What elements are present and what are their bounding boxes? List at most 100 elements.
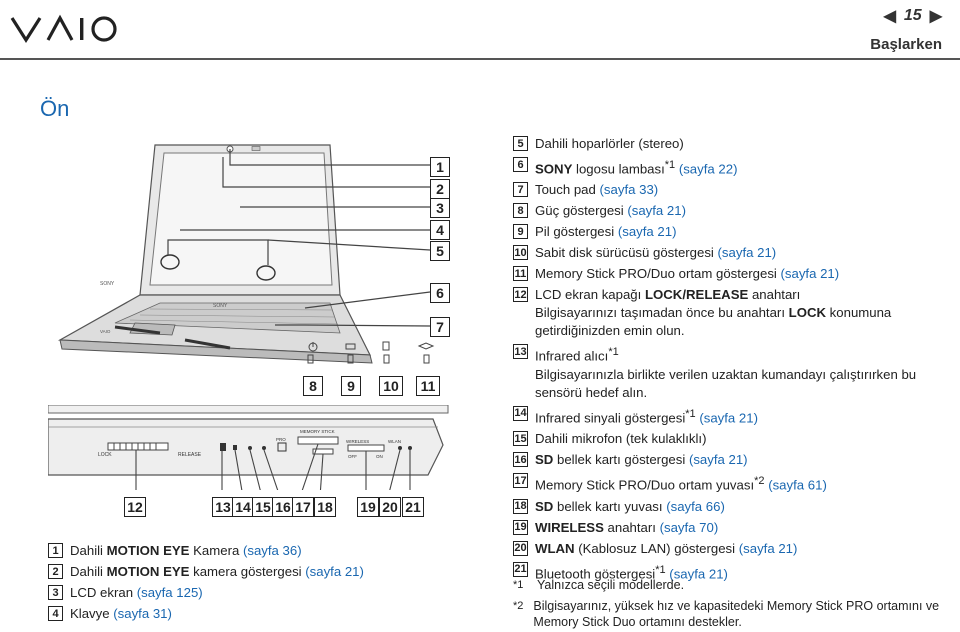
callout-badge-17: 17 (292, 497, 314, 517)
page-link[interactable]: (sayfa 21) (665, 565, 728, 581)
callout-badge-20: 20 (379, 497, 401, 517)
item-number: 4 (48, 606, 63, 621)
callout-badge-11: 11 (416, 376, 440, 396)
callout-badge-9: 9 (341, 376, 361, 396)
callout-badge-2: 2 (430, 179, 450, 199)
page-link[interactable]: (sayfa 36) (242, 543, 302, 558)
item-number: 18 (513, 498, 528, 514)
page-link[interactable]: (sayfa 21) (305, 564, 364, 579)
callout-badge-7: 7 (430, 317, 450, 337)
list-item: 3 LCD ekran (sayfa 125) (48, 584, 468, 602)
callout-badge-14: 14 (232, 497, 254, 517)
item-number: 3 (48, 585, 63, 600)
vaio-logo (10, 14, 117, 43)
wireless-label: WIRELESS (346, 439, 369, 444)
page-link[interactable]: (sayfa 21) (738, 540, 798, 556)
memory-stick-label: MEMORY STICK (300, 429, 335, 434)
header-divider (0, 58, 960, 60)
list-item: 2 Dahili MOTION EYE kamera göstergesi (s… (48, 563, 468, 581)
nav-next-icon[interactable]: ▶ (929, 8, 942, 25)
off-label: OFF (348, 454, 357, 459)
section-title: Başlarken (870, 36, 942, 53)
list-item: 11 Memory Stick PRO/Duo ortam göstergesi… (513, 266, 840, 282)
laptop-illustration: SONY SONY VAIO (57, 144, 431, 364)
list-item: 1 Dahili MOTION EYE Kamera (sayfa 36) (48, 542, 468, 560)
page-link[interactable]: (sayfa 70) (659, 519, 719, 535)
right-item-list: 5 Dahili hoparlörler (stereo) 6 SONY log… (513, 135, 953, 583)
item-number: 10 (513, 245, 528, 261)
list-item: 15 Dahili mikrofon (tek kulaklıklı) (513, 431, 707, 447)
callout-badge-21: 21 (402, 497, 424, 517)
list-item: 12 LCD ekran kapağı LOCK/RELEASE anahtar… (513, 287, 892, 339)
svg-text:SONY: SONY (100, 281, 115, 287)
lock-label: LOCK (98, 452, 112, 458)
item-number: 8 (513, 203, 528, 219)
list-item: 7 Touch pad (sayfa 33) (513, 181, 953, 199)
list-item: 8 Güç göstergesi (sayfa 21) (513, 202, 953, 220)
list-item: 18 SD bellek kartı yuvası (sayfa 66) (513, 498, 725, 514)
callout-badge-8: 8 (303, 376, 323, 396)
indicator-icons (307, 341, 435, 364)
page-header: ◀ 15 ▶ Başlarken (870, 6, 942, 53)
page-link[interactable]: (sayfa 21) (688, 452, 748, 468)
page-link[interactable]: (sayfa 31) (113, 606, 172, 621)
callout-badge-12: 12 (124, 497, 146, 517)
item-number: 21 (513, 561, 528, 577)
item-number: 7 (513, 182, 528, 198)
page-link[interactable]: (sayfa 21) (627, 203, 686, 219)
callout-badge-1: 1 (430, 157, 450, 177)
list-item: 20 WLAN (Kablosuz LAN) göstergesi (sayfa… (513, 540, 798, 556)
page-link[interactable]: (sayfa 21) (695, 410, 758, 426)
list-item: 19 WIRELESS anahtarı (sayfa 70) (513, 519, 719, 535)
item-number: 19 (513, 519, 528, 535)
list-item: 21 Bluetooth göstergesi*1 (sayfa 21) (513, 561, 728, 581)
callout-badge-13: 13 (212, 497, 234, 517)
wlan-label: WLAN (388, 439, 401, 444)
pro-label: PRO (276, 437, 286, 442)
list-item: 10 Sabit disk sürücüsü göstergesi (sayfa… (513, 245, 777, 261)
list-item: 14 Infrared sinyali göstergesi*1 (sayfa … (513, 405, 758, 426)
item-number: 1 (48, 543, 63, 558)
item-number: 5 (513, 136, 528, 151)
item-number: 13 (513, 344, 528, 360)
on-label: ON (376, 454, 383, 459)
callout-badge-19: 19 (357, 497, 379, 517)
callout-badge-18: 18 (314, 497, 336, 517)
list-item: 16 SD bellek kartı göstergesi (sayfa 21) (513, 452, 748, 468)
page-link[interactable]: (sayfa 21) (780, 266, 840, 282)
footnote: *1 Yalnızca seçili modellerde. (513, 578, 685, 592)
front-panel-illustration: LOCK RELEASE PRO MEMORY STICK WIRELESS W… (48, 405, 449, 490)
page-link[interactable]: (sayfa 33) (599, 182, 659, 198)
list-item: 17 Memory Stick PRO/Duo ortam yuvası*2 (… (513, 473, 827, 493)
footnote: *2 Bilgisayarınız, yüksek hız ve kapasit… (513, 599, 940, 629)
item-number: 20 (513, 540, 528, 556)
page-heading: Ön (40, 96, 70, 121)
callout-badge-16: 16 (272, 497, 294, 517)
callout-badge-5: 5 (430, 241, 450, 261)
page-link[interactable]: (sayfa 66) (666, 498, 725, 514)
item-number: 11 (513, 266, 528, 282)
nav-prev-icon[interactable]: ◀ (883, 8, 896, 25)
item-number: 9 (513, 224, 528, 240)
release-label: RELEASE (178, 452, 202, 458)
page-number: 15 (903, 7, 922, 24)
callout-badge-4: 4 (430, 220, 450, 240)
page-link[interactable]: (sayfa 61) (764, 477, 827, 493)
item-number: 16 (513, 452, 528, 468)
page-link[interactable]: (sayfa 21) (717, 245, 777, 261)
list-item: 6 SONY logosu lambası*1 (sayfa 22) (513, 156, 953, 178)
list-item: 4 Klavye (sayfa 31) (48, 605, 468, 623)
svg-text:SONY: SONY (213, 303, 228, 309)
item-number: 2 (48, 564, 63, 579)
item-number: 15 (513, 431, 528, 447)
page-link[interactable]: (sayfa 125) (136, 585, 203, 600)
left-item-list: 1 Dahili MOTION EYE Kamera (sayfa 36) 2 … (48, 542, 468, 623)
callout-badge-15: 15 (252, 497, 274, 517)
callout-badge-3: 3 (430, 198, 450, 218)
page-link[interactable]: (sayfa 21) (617, 224, 677, 240)
callout-badge-6: 6 (430, 283, 450, 303)
page-link[interactable]: (sayfa 22) (675, 161, 738, 177)
item-number: 12 (513, 287, 528, 303)
list-item: 5 Dahili hoparlörler (stereo) (513, 135, 953, 153)
